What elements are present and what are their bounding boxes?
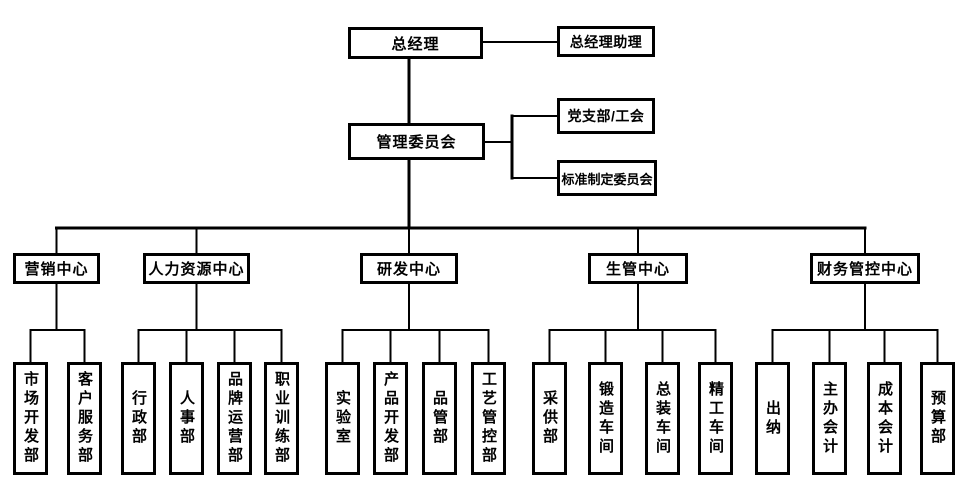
node-dept-chief-accountant: 主办会计	[812, 362, 847, 475]
node-gm-assistant: 总经理助理	[557, 26, 655, 57]
node-dept-quality-control: 品管部	[422, 362, 457, 475]
node-dept-administration: 行政部	[121, 362, 156, 475]
node-dept-forging-workshop: 锻造车间	[588, 362, 623, 475]
node-dept-procurement-supply: 采供部	[532, 362, 567, 475]
node-dept-brand-operations: 品牌运营部	[217, 362, 252, 475]
node-general-manager: 总经理	[348, 27, 483, 59]
node-dept-customer-service: 客户服务部	[67, 362, 102, 475]
node-dept-market-development: 市场开发部	[13, 362, 48, 475]
node-center-financial-control: 财务管控中心	[810, 253, 920, 284]
node-dept-personnel: 人事部	[169, 362, 204, 475]
node-center-marketing: 营销中心	[13, 253, 100, 284]
node-center-production-management: 生管中心	[588, 253, 688, 284]
node-dept-vocational-training: 职业训练部	[264, 362, 299, 475]
node-party-branch-union: 党支部/工会	[557, 98, 655, 134]
node-dept-budget: 预算部	[920, 362, 955, 475]
node-dept-cashier: 出纳	[755, 362, 790, 475]
node-management-committee: 管理委员会	[348, 123, 485, 160]
node-dept-product-development: 产品开发部	[373, 362, 408, 475]
node-standards-committee: 标准制定委员会	[557, 160, 657, 196]
node-dept-laboratory: 实验室	[325, 362, 360, 475]
node-dept-precision-workshop: 精工车间	[698, 362, 733, 475]
node-dept-assembly-workshop: 总装车间	[645, 362, 680, 475]
node-center-rnd: 研发中心	[360, 253, 458, 284]
node-center-human-resources: 人力资源中心	[143, 253, 250, 284]
node-dept-cost-accountant: 成本会计	[867, 362, 902, 475]
node-dept-process-control: 工艺管控部	[471, 362, 506, 475]
